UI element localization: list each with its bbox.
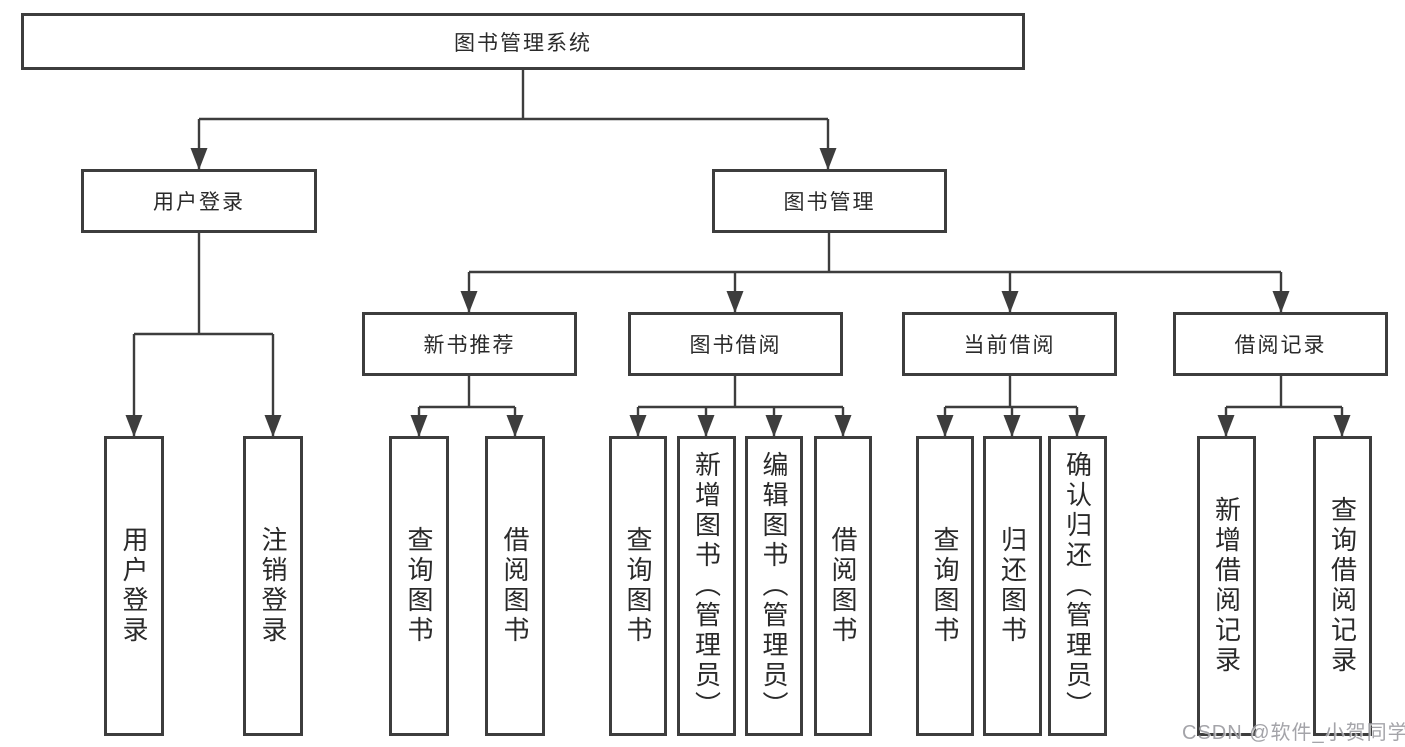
node-label: 用户登录 — [119, 526, 149, 646]
node-label: 查询图书 — [930, 526, 960, 646]
node-label: 查询图书 — [623, 526, 653, 646]
tree-trunk-lines — [134, 70, 1342, 409]
leaf-query-books-borrowing: 查询图书 — [609, 436, 667, 736]
node-label: 归还图书 — [997, 526, 1028, 646]
leaf-query-borrow-record: 查询借阅记录 — [1313, 436, 1372, 736]
leaf-borrow-books-recommend: 借阅图书 — [485, 436, 545, 736]
leaf-logout: 注销登录 — [243, 436, 303, 736]
node-label: 用户登录 — [153, 191, 245, 214]
leaf-return-book: 归还图书 — [983, 436, 1042, 736]
node-label: 借阅图书 — [500, 526, 530, 646]
node-label: 借阅图书 — [828, 526, 858, 646]
leaf-query-books-recommend: 查询图书 — [389, 436, 449, 736]
leaf-edit-book-admin: 编辑图书（管理员） — [745, 436, 803, 736]
node-user-login: 用户登录 — [81, 169, 317, 233]
node-current-borrowing: 当前借阅 — [902, 312, 1117, 376]
node-borrowing-records: 借阅记录 — [1173, 312, 1388, 376]
node-new-book-recommendation: 新书推荐 — [362, 312, 577, 376]
node-label: 注销登录 — [258, 526, 288, 646]
node-label: 新增图书（管理员） — [691, 451, 722, 721]
node-label: 编辑图书（管理员） — [759, 451, 789, 721]
node-label: 图书管理系统 — [454, 31, 592, 55]
node-label: 查询图书 — [404, 526, 434, 646]
node-label: 借阅记录 — [1234, 334, 1327, 357]
leaf-add-book-admin: 新增图书（管理员） — [677, 436, 736, 736]
leaf-query-books-current: 查询图书 — [916, 436, 974, 736]
node-book-borrowing: 图书借阅 — [628, 312, 843, 376]
node-label: 查询借阅记录 — [1327, 496, 1358, 676]
node-label: 新增借阅记录 — [1211, 496, 1242, 676]
leaf-user-login: 用户登录 — [104, 436, 164, 736]
node-label: 确认归还（管理员） — [1062, 451, 1093, 721]
node-label: 图书管理 — [783, 191, 876, 214]
node-label: 图书借阅 — [689, 334, 782, 357]
leaf-borrow-books-borrowing: 借阅图书 — [814, 436, 872, 736]
node-label: 当前借阅 — [963, 334, 1056, 357]
leaf-confirm-return-admin: 确认归还（管理员） — [1048, 436, 1107, 736]
csdn-watermark: CSDN @软件_小贺同学 — [1182, 722, 1405, 744]
node-book-management: 图书管理 — [712, 169, 947, 233]
leaf-add-borrow-record: 新增借阅记录 — [1197, 436, 1256, 736]
node-library-management-system: 图书管理系统 — [21, 13, 1025, 70]
node-label: 新书推荐 — [423, 334, 516, 357]
